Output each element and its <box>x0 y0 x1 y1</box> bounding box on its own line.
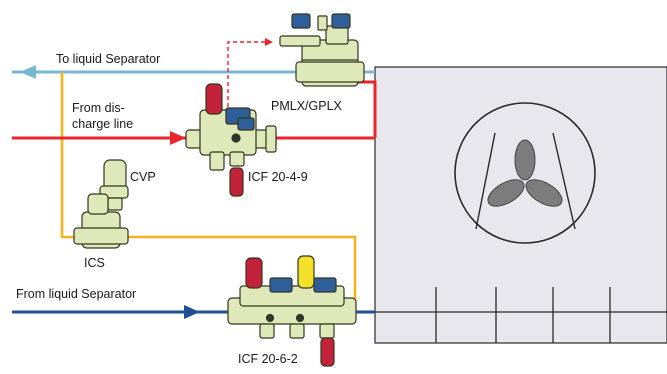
icf-20-4-9-label: ICF 20-4-9 <box>248 170 308 184</box>
cvp-label: CVP <box>130 170 156 184</box>
to-liquid-separator-label: To liquid Separator <box>56 52 161 66</box>
fan-icon <box>454 102 596 244</box>
ics-valve <box>73 193 129 249</box>
evaporator-vessel <box>374 66 667 344</box>
from-discharge-line-label-1: From dis- <box>72 101 125 115</box>
pmlx-gplx-valve <box>279 13 365 87</box>
icf-20-4-9-valve <box>185 83 277 197</box>
arrow-right-icon <box>170 131 186 145</box>
pmlx-gplx-label: PMLX/GPLX <box>271 99 342 113</box>
evaporator-tubes <box>375 287 667 343</box>
cvp-pilot-valve <box>99 159 129 211</box>
arrow-right-icon <box>184 305 200 319</box>
ics-label: ICS <box>84 256 105 270</box>
icf-20-6-2-valve <box>227 255 357 367</box>
arrow-left-icon <box>20 65 36 79</box>
pilot-line <box>60 72 357 312</box>
from-liquid-separator-label: From liquid Separator <box>16 287 137 301</box>
pressure-signal-line <box>227 38 273 135</box>
from-discharge-line-label-2: charge line <box>72 117 134 131</box>
icf-20-6-2-label: ICF 20-6-2 <box>238 352 298 366</box>
